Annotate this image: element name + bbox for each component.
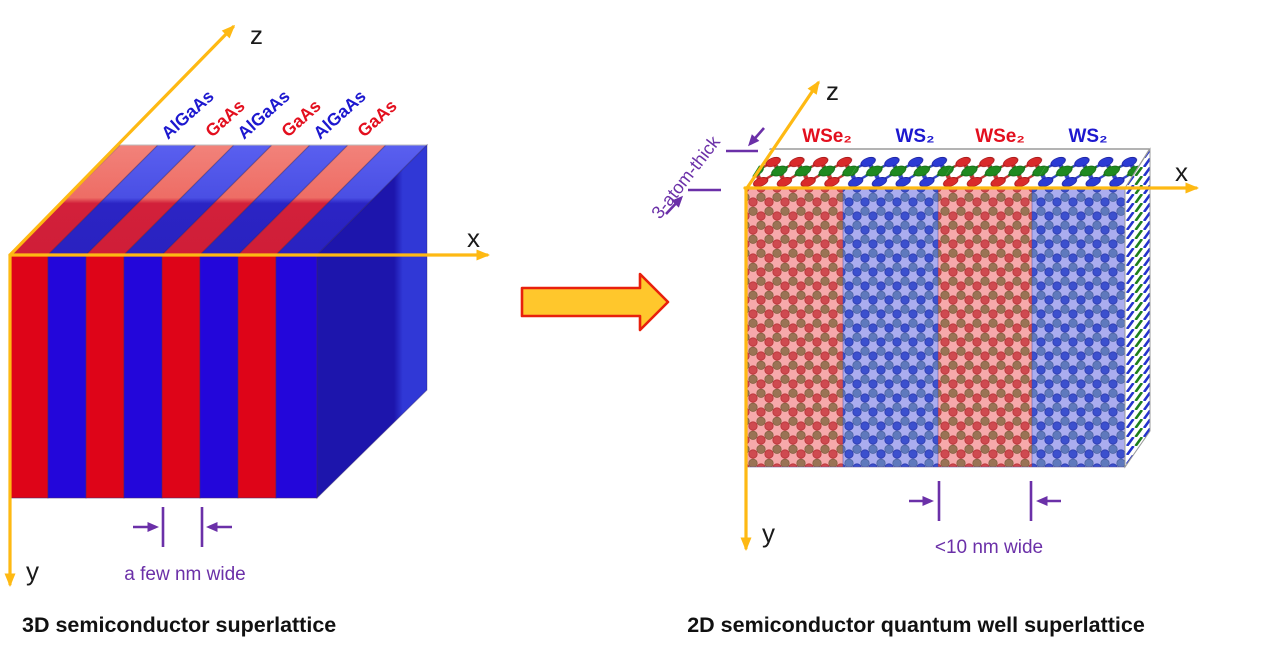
left-title: 3D semiconductor superlattice xyxy=(22,613,336,637)
band-ws2 xyxy=(843,188,938,467)
width-measurement xyxy=(909,481,1061,521)
layer-stripe-algaas xyxy=(275,254,318,499)
atomic-layer-edge xyxy=(1124,147,1151,469)
layer-stripe-algaas xyxy=(123,254,163,499)
atomic-strip-wse2 xyxy=(745,149,868,188)
atomic-layer-side-view xyxy=(745,148,1150,188)
layer-stripe-algaas xyxy=(47,254,87,499)
layer-stripe-algaas xyxy=(199,254,239,499)
thickness-label: 3-atom-thick xyxy=(647,131,724,222)
top-face xyxy=(8,144,429,256)
layer-labels: AlGaAs GaAs AlGaAs GaAs AlGaAs GaAs xyxy=(157,86,401,143)
z-axis-arrow xyxy=(8,24,236,257)
measure-arrow-downleft-icon xyxy=(748,127,765,147)
x-axis-label: x xyxy=(1175,157,1188,187)
atomic-strip-ws2 xyxy=(843,149,963,188)
layer-label: WSe₂ xyxy=(975,126,1025,147)
layer-stripe-gaas xyxy=(9,254,49,499)
lattice-front-face xyxy=(744,187,1126,468)
layer-label: WSe₂ xyxy=(802,126,852,147)
z-axis-label: z xyxy=(250,20,263,50)
atomic-strip-ws2 xyxy=(1032,149,1150,188)
y-axis-label: y xyxy=(26,556,39,586)
width-measure-label: <10 nm wide xyxy=(935,537,1043,558)
y-axis-label: y xyxy=(762,518,775,548)
z-axis-arrow xyxy=(745,80,820,190)
layer-labels: WSe₂ WS₂ WSe₂ WS₂ xyxy=(802,126,1107,147)
right-diagram-2d-superlattice: z x y WSe₂ WS₂ WSe₂ WS₂ 3-atom-thick <10… xyxy=(647,76,1199,637)
width-measurement xyxy=(133,507,232,547)
front-face xyxy=(9,254,318,499)
band-wse2 xyxy=(938,188,1032,467)
atomic-strip-wse2 xyxy=(938,149,1057,188)
layer-stripe-gaas xyxy=(161,254,201,499)
width-measure-label: a few nm wide xyxy=(124,564,245,585)
band-wse2 xyxy=(745,188,843,467)
layer-label: WS₂ xyxy=(1068,126,1107,147)
band-ws2 xyxy=(1032,188,1125,467)
x-axis-label: x xyxy=(467,223,480,253)
layer-label: WS₂ xyxy=(895,126,934,147)
layer-stripe-gaas xyxy=(237,254,277,499)
measure-arrow-upright-icon xyxy=(665,195,684,215)
left-diagram-3d-superlattice: z x y AlGaAs GaAs AlGaAs GaAs AlGaAs GaA… xyxy=(4,20,490,637)
transform-arrow-icon xyxy=(520,272,670,332)
z-axis-label: z xyxy=(826,76,839,106)
layer-stripe-gaas xyxy=(85,254,125,499)
thickness-measurement xyxy=(665,127,765,215)
right-title: 2D semiconductor quantum well superlatti… xyxy=(687,613,1145,637)
